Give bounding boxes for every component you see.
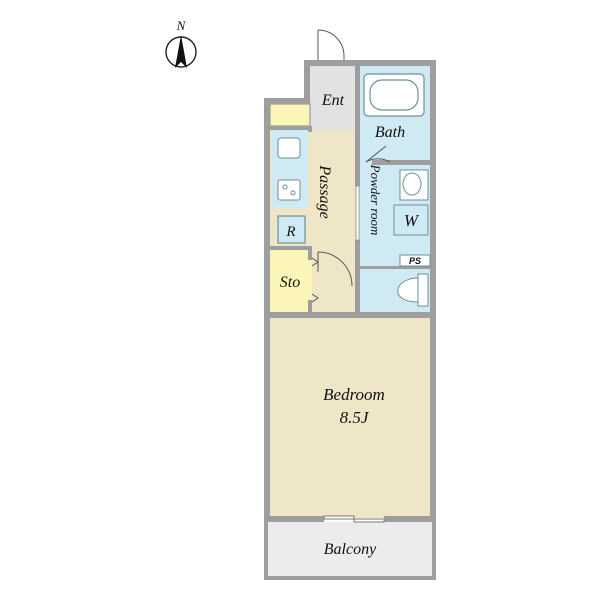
pipe-space-label: PS (409, 256, 421, 266)
sink-icon (277, 137, 301, 159)
washbasin-icon (399, 169, 429, 201)
refrigerator (277, 215, 306, 244)
bath-door (365, 145, 391, 163)
balcony-floor (266, 522, 434, 578)
balcony-label: Balcony (324, 541, 377, 558)
bathtub-icon (363, 73, 425, 117)
storage-door (311, 257, 319, 303)
pipe-space (399, 254, 431, 267)
north-arrow-icon: N (165, 18, 197, 68)
storage-floor (270, 250, 312, 312)
washer-label: W (404, 211, 420, 230)
entrance-floor (310, 66, 358, 130)
washer-space (393, 204, 429, 236)
entrance-label: Ent (321, 92, 345, 109)
bedroom-label: Bedroom (323, 385, 385, 404)
toilet-icon (397, 273, 429, 307)
passage-floor-lower (312, 248, 358, 316)
powder-room-label: Powder room (368, 164, 383, 236)
walls (264, 60, 436, 580)
powder-partition (355, 185, 360, 241)
storage-label: Sto (280, 274, 300, 291)
bedroom-floor (270, 316, 430, 518)
stove-icon (277, 179, 301, 201)
entrance-door (317, 29, 345, 60)
passage-label: Passage (316, 164, 333, 218)
shoe-cabinet (269, 103, 311, 127)
refrigerator-label: R (285, 224, 295, 240)
sliding-window (323, 515, 385, 523)
bath-label: Bath (375, 124, 405, 141)
bedroom-size-label: 8.5J (340, 408, 370, 427)
compass-label: N (176, 18, 187, 33)
